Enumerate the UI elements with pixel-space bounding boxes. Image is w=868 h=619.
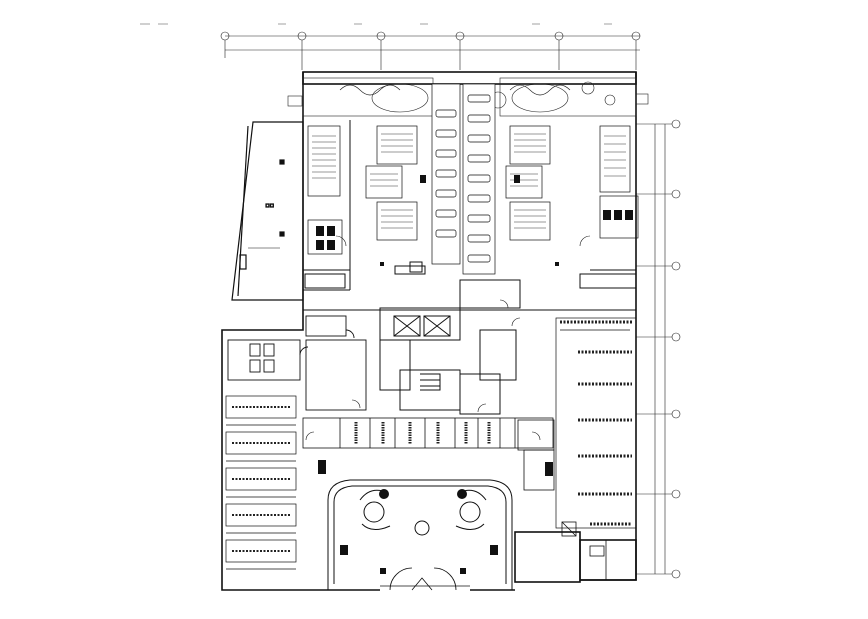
outer-walls <box>221 71 637 591</box>
top-axis-grid <box>220 31 641 70</box>
svg-text:□ □: □ □ <box>266 203 273 209</box>
central-core <box>379 307 517 415</box>
central-lockers <box>431 83 496 275</box>
door-swings <box>305 235 591 441</box>
booth-units <box>307 125 639 255</box>
entrance-doors <box>380 567 470 591</box>
lobby <box>327 479 513 590</box>
lobby-planters <box>318 460 553 574</box>
booth-black-blocks <box>316 175 633 266</box>
upper-partitions <box>303 120 637 311</box>
lower-right-rooms <box>517 419 607 580</box>
left-bays <box>225 395 297 570</box>
stall-row <box>302 417 554 449</box>
left-zone <box>227 315 367 411</box>
stall-fixtures <box>354 422 491 444</box>
right-bays <box>555 317 637 529</box>
right-bays-pattern <box>560 320 632 526</box>
left-bays-pattern <box>232 406 290 552</box>
right-axis-grid <box>636 119 681 579</box>
left-annex: □ □ <box>231 121 304 301</box>
